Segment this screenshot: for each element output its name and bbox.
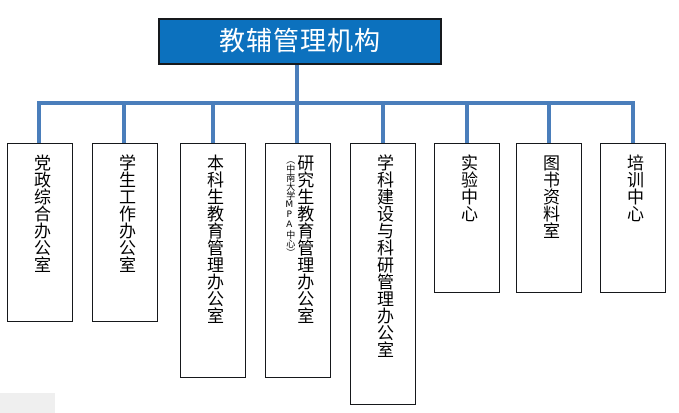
connector-drop-1: [37, 101, 41, 143]
connector-drop-6: [465, 101, 469, 143]
org-node-text-wrap: 学科建设与科研管理办公室: [351, 154, 415, 358]
org-node-text-wrap: 实验中心: [435, 154, 499, 222]
root-node-label: 教辅管理机构: [218, 26, 381, 57]
org-node-label: 党政综合办公室: [30, 154, 50, 273]
connector-drop-8: [631, 101, 635, 143]
connector-drop-7: [547, 101, 551, 143]
org-node-dangzheng-office[interactable]: 党政综合办公室: [7, 143, 73, 322]
org-node-label: 本科生教育管理办公室: [203, 154, 223, 324]
org-node-text-wrap: 本科生教育管理办公室: [181, 154, 245, 324]
connector-drop-5: [381, 101, 385, 143]
connector-drop-3: [211, 101, 215, 143]
org-node-text-wrap: 图书资料室: [517, 154, 581, 239]
connector-horizontal-bus: [39, 101, 635, 105]
connector-drop-4: [295, 101, 299, 143]
root-node-box[interactable]: 教辅管理机构: [158, 18, 442, 65]
org-node-text-wrap: 党政综合办公室: [8, 154, 72, 273]
org-node-sublabel: （中南大学MPA中心）: [284, 155, 295, 257]
org-node-label: 研究生教育管理办公室: [293, 154, 314, 324]
org-node-training-center[interactable]: 培训中心: [600, 143, 666, 293]
org-node-text-wrap: 培训中心: [601, 154, 665, 222]
connector-drop-2: [122, 101, 126, 143]
org-node-graduate-education-office[interactable]: 研究生教育管理办公室 （中南大学MPA中心）: [265, 143, 331, 378]
org-node-label: 学生工作办公室: [115, 154, 135, 273]
org-node-experiment-center[interactable]: 实验中心: [434, 143, 500, 293]
org-node-label: 学科建设与科研管理办公室: [373, 154, 393, 358]
org-node-library-resource-room[interactable]: 图书资料室: [516, 143, 582, 293]
org-node-label: 培训中心: [623, 154, 643, 222]
org-node-label: 实验中心: [457, 154, 477, 222]
org-node-discipline-research-office[interactable]: 学科建设与科研管理办公室: [350, 143, 416, 405]
org-node-text-wrap: 学生工作办公室: [93, 154, 157, 273]
org-node-undergraduate-education-office[interactable]: 本科生教育管理办公室: [180, 143, 246, 378]
bottom-left-gray-swatch: [0, 393, 55, 413]
org-node-text-wrap: 研究生教育管理办公室 （中南大学MPA中心）: [266, 154, 330, 324]
org-node-label: 图书资料室: [539, 154, 559, 239]
connector-root-stem: [295, 65, 299, 105]
org-node-student-affairs-office[interactable]: 学生工作办公室: [92, 143, 158, 322]
